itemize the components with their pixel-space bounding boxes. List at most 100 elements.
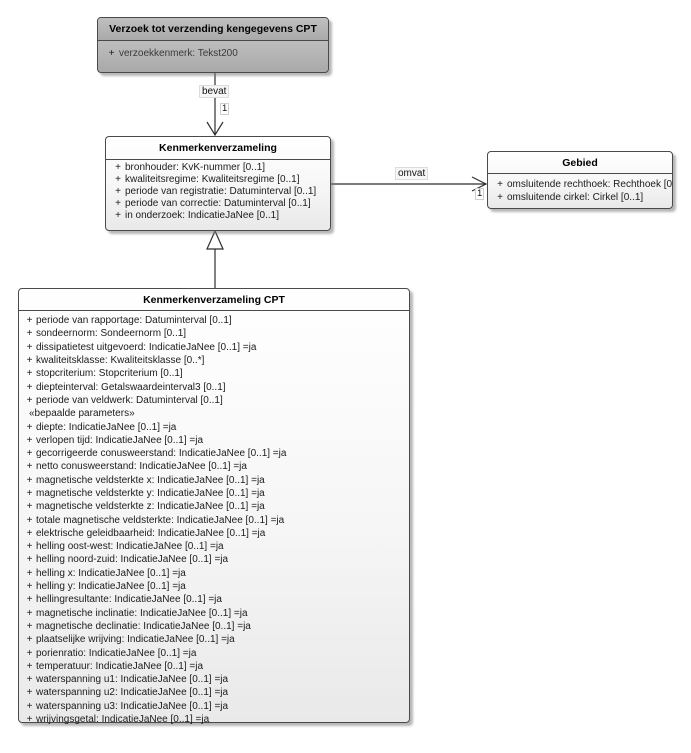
attribute-row: + periode van correctie: Datuminterval [0…: [106, 197, 330, 209]
attribute-text: in onderzoek: IndicatieJaNee [0..1]: [125, 209, 279, 221]
attribute-row: +totale magnetische veldsterkte: Indicat…: [19, 513, 409, 526]
class-title: Verzoek tot verzending kengegevens CPT: [98, 18, 328, 41]
association-bevat-arrowhead-icon: [206, 121, 224, 137]
visibility-plus: +: [26, 674, 33, 686]
visibility-plus: +: [26, 687, 33, 699]
visibility-plus: +: [26, 514, 33, 526]
attribute-row: +helling x: IndicatieJaNee [0..1] =ja: [19, 567, 409, 580]
visibility-plus: +: [26, 328, 33, 340]
visibility-plus: +: [26, 501, 33, 513]
attribute-row: +magnetische veldsterkte y: IndicatieJaN…: [19, 487, 409, 500]
attribute-text: wrijvingsgetal: IndicatieJaNee [0..1] =j…: [36, 714, 210, 726]
attribute-text: waterspanning u1: IndicatieJaNee [0..1] …: [36, 674, 229, 686]
attribute-text: dissipatietest uitgevoerd: IndicatieJaNe…: [36, 341, 257, 353]
attribute-row: +helling noord-zuid: IndicatieJaNee [0..…: [19, 553, 409, 566]
attribute-row: +periode van rapportage: Datuminterval […: [19, 314, 409, 327]
attribute-row: +temperatuur: IndicatieJaNee [0..1] =ja: [19, 660, 409, 673]
attribute-text: waterspanning u3: IndicatieJaNee [0..1] …: [36, 700, 229, 712]
visibility-plus: +: [26, 700, 33, 712]
attribute-text: gecorrigeerde conusweerstand: IndicatieJ…: [36, 448, 287, 460]
visibility-plus: +: [26, 541, 33, 553]
attribute-text: «bepaalde parameters»: [29, 408, 135, 420]
attribute-row: +periode van veldwerk: Datuminterval [0.…: [19, 394, 409, 407]
attribute-list: + omsluitende rechthoek: Rechthoek [0..1]…: [488, 174, 672, 204]
attribute-text: kwaliteitsklasse: Kwaliteitsklasse [0..*…: [36, 355, 205, 367]
attribute-row: +porienratio: IndicatieJaNee [0..1] =ja: [19, 646, 409, 659]
attribute-text: bronhouder: KvK-nummer [0..1]: [125, 162, 266, 174]
attribute-text: periode van veldwerk: Datuminterval [0..…: [36, 394, 223, 406]
class-title: Gebied: [488, 152, 672, 174]
attribute-row: +sondeernorm: Sondeernorm [0..1]: [19, 327, 409, 340]
attribute-text: magnetische veldsterkte z: IndicatieJaNe…: [36, 501, 265, 513]
attribute-text: magnetische inclinatie: IndicatieJaNee […: [36, 607, 248, 619]
attribute-row: +plaatselijke wrijving: IndicatieJaNee […: [19, 633, 409, 646]
attribute-row: +helling oost-west: IndicatieJaNee [0..1…: [19, 540, 409, 553]
attribute-row: +omsluitende cirkel: Cirkel [0..1]: [488, 191, 672, 204]
multiplicity-label-omvat: 1: [475, 188, 485, 200]
visibility-plus: +: [115, 209, 121, 221]
attribute-row: +netto conusweerstand: IndicatieJaNee [0…: [19, 460, 409, 473]
attribute-text: periode van registratie: Datuminterval […: [125, 185, 317, 197]
class-box-kenmerkenverzameling-cpt[interactable]: Kenmerkenverzameling CPT +periode van ra…: [18, 288, 410, 726]
generalization-triangle-icon: [206, 229, 224, 250]
attribute-list: +periode van rapportage: Datuminterval […: [19, 311, 409, 726]
visibility-plus: +: [26, 434, 33, 446]
class-box-kenmerkenverzameling[interactable]: Kenmerkenverzameling +bronhouder: KvK-nu…: [105, 136, 331, 231]
visibility-plus: +: [26, 368, 33, 380]
attribute-row: +elektrische geleidbaarheid: IndicatieJa…: [19, 527, 409, 540]
attribute-row: +waterspanning u3: IndicatieJaNee [0..1]…: [19, 700, 409, 713]
attribute-text: hellingresultante: IndicatieJaNee [0..1]…: [36, 594, 222, 606]
attribute-row: +verzoekkenmerk: Tekst200: [98, 47, 328, 60]
visibility-plus: +: [115, 197, 121, 209]
visibility-plus: +: [26, 607, 33, 619]
attribute-row: +periode van registratie: Datuminterval …: [106, 186, 330, 198]
visibility-plus: +: [115, 162, 121, 174]
visibility-plus: +: [497, 179, 503, 190]
class-box-verzoek-tot-verzending-kengegevens-cpt[interactable]: Verzoek tot verzending kengegevens CPT +…: [97, 17, 329, 73]
attribute-row: +verlopen tijd: IndicatieJaNee [0..1] =j…: [19, 434, 409, 447]
attribute-text: verlopen tijd: IndicatieJaNee [0..1] =ja: [36, 434, 204, 446]
visibility-plus: +: [26, 714, 33, 726]
visibility-plus: +: [26, 474, 33, 486]
attribute-text: helling noord-zuid: IndicatieJaNee [0..1…: [36, 554, 229, 566]
attribute-row: +wrijvingsgetal: IndicatieJaNee [0..1] =…: [19, 713, 409, 726]
attribute-text: periode van correctie: Datuminterval [0.…: [125, 197, 311, 209]
attribute-row: +diepte: IndicatieJaNee [0..1] =ja: [19, 420, 409, 433]
stereotype-row: «bepaalde parameters»: [19, 407, 409, 420]
attribute-text: verzoekkenmerk: Tekst200: [119, 48, 238, 59]
visibility-plus: +: [497, 192, 503, 203]
attribute-text: magnetische declinatie: IndicatieJaNee […: [36, 620, 251, 632]
class-box-gebied[interactable]: Gebied + omsluitende rechthoek: Rechthoek…: [487, 151, 673, 209]
attribute-text: helling x: IndicatieJaNee [0..1] =ja: [36, 567, 186, 579]
visibility-plus: +: [26, 647, 33, 659]
visibility-plus: +: [26, 634, 33, 646]
attribute-row: +gecorrigeerde conusweerstand: Indicatie…: [19, 447, 409, 460]
attribute-row: + in onderzoek: IndicatieJaNee [0..1]: [106, 209, 330, 221]
attribute-text: elektrische geleidbaarheid: IndicatieJaN…: [36, 527, 266, 539]
attribute-text: helling y: IndicatieJaNee [0..1] =ja: [36, 581, 186, 593]
class-title: Kenmerkenverzameling CPT: [19, 289, 409, 311]
attribute-row: +magnetische veldsterkte x: IndicatieJaN…: [19, 474, 409, 487]
visibility-plus: +: [26, 567, 33, 579]
attribute-text: plaatselijke wrijving: IndicatieJaNee [0…: [36, 634, 235, 646]
attribute-text: omsluitende rechthoek: Rechthoek [0..1]: [507, 179, 672, 190]
attribute-text: diepte: IndicatieJaNee [0..1] =ja: [36, 421, 177, 433]
attribute-row: +stopcriterium: Stopcriterium [0..1]: [19, 367, 409, 380]
attribute-text: totale magnetische veldsterkte: Indicati…: [36, 514, 285, 526]
attribute-text: porienratio: IndicatieJaNee [0..1] =ja: [36, 647, 197, 659]
attribute-row: +kwaliteitsklasse: Kwaliteitsklasse [0..…: [19, 354, 409, 367]
visibility-plus: +: [26, 341, 33, 353]
attribute-text: kwaliteitsregime: Kwaliteitsregime [0..1…: [125, 174, 300, 186]
visibility-plus: +: [26, 660, 33, 672]
visibility-plus: +: [26, 394, 33, 406]
attribute-row: +waterspanning u1: IndicatieJaNee [0..1]…: [19, 673, 409, 686]
multiplicity-label-bevat: 1: [220, 103, 230, 115]
attribute-row: +kwaliteitsregime: Kwaliteitsregime [0..…: [106, 174, 330, 186]
attribute-row: +dissipatietest uitgevoerd: IndicatieJaN…: [19, 341, 409, 354]
attribute-row: +magnetische inclinatie: IndicatieJaNee …: [19, 607, 409, 620]
attribute-row: + bronhouder: KvK-nummer [0..1]: [106, 162, 330, 174]
visibility-plus: +: [26, 355, 33, 367]
edge-label-omvat: omvat: [395, 167, 429, 180]
